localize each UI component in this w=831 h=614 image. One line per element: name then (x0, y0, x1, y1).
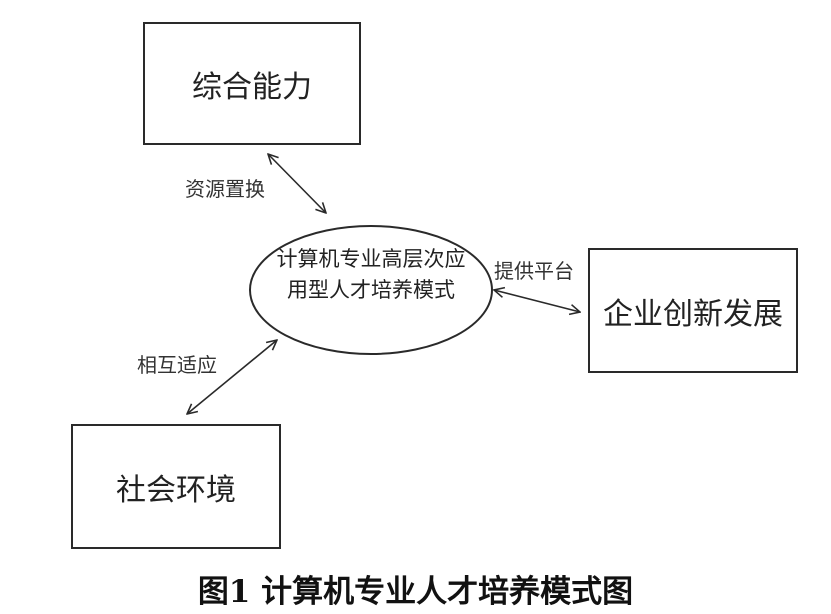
node-comprehensive-ability-label: 综合能力 (192, 69, 312, 105)
node-social-environment-label: 社会环境 (116, 472, 236, 508)
center-node-label: 计算机专业高层次应 用型人才培养模式 (254, 244, 488, 306)
edge-label-mutual-adaptation: 相互适应 (137, 353, 217, 377)
edge-label-provide-platform: 提供平台 (494, 259, 574, 283)
arrow-bottom-to-center (187, 340, 277, 414)
center-node-label-line2: 用型人才培养模式 (287, 278, 455, 302)
node-enterprise-innovation-label: 企业创新发展 (603, 296, 783, 332)
node-social-environment: 社会环境 (71, 424, 281, 549)
node-comprehensive-ability: 综合能力 (143, 22, 361, 145)
arrow-top-to-center (268, 154, 326, 213)
center-ellipse (249, 225, 493, 355)
arrow-center-to-right (494, 290, 580, 312)
node-enterprise-innovation: 企业创新发展 (588, 248, 798, 373)
center-node-label-line1: 计算机专业高层次应 (276, 247, 466, 271)
figure-caption: 图1 计算机专业人才培养模式图 (197, 574, 634, 610)
edge-label-resource-exchange: 资源置换 (185, 177, 265, 201)
